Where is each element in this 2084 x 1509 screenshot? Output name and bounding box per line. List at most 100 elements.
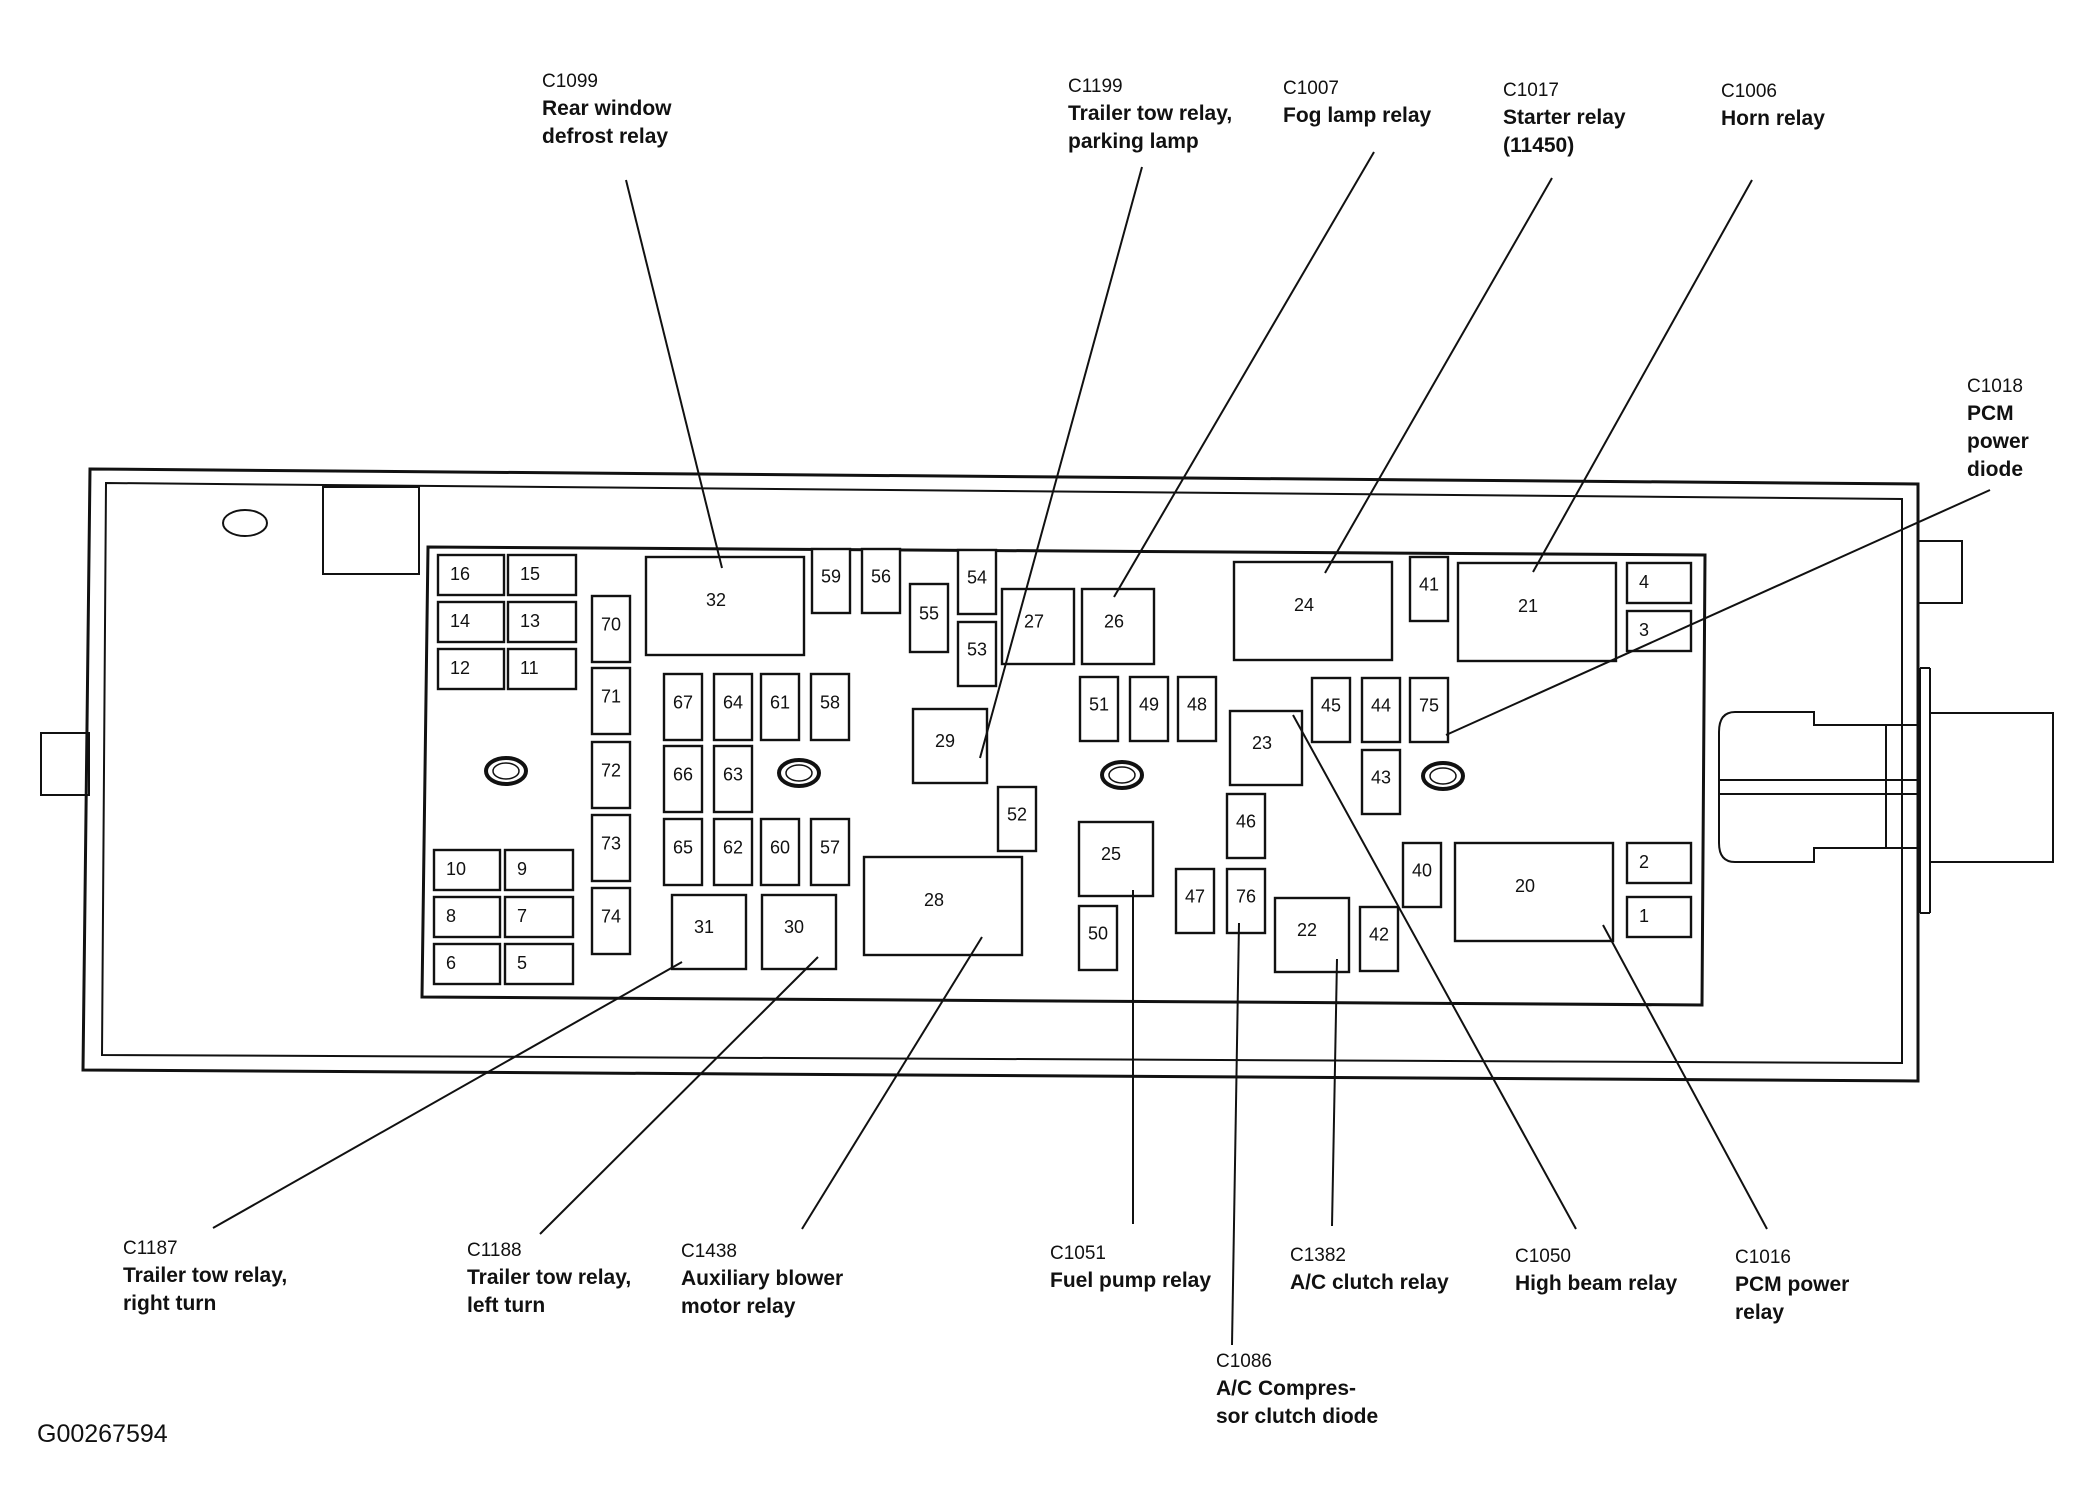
fuse-label: 45: [1321, 696, 1341, 716]
leader-lines: [212, 151, 1991, 1346]
leader-c1016: [1602, 924, 1768, 1230]
callout-code: C1099: [542, 71, 598, 92]
fuse-label: 50: [1088, 924, 1108, 944]
fuse-65: 65: [662, 817, 704, 887]
callout-description: Trailer tow relay,: [123, 1264, 287, 1287]
fuse-label: 58: [820, 692, 840, 712]
fuse-44: 44: [1360, 676, 1402, 744]
callout-code: C1187: [123, 1238, 178, 1259]
fuse-52: 52: [996, 785, 1038, 853]
fuse-74: 74: [590, 886, 632, 956]
fuse-label: 21: [1518, 596, 1538, 616]
callout-code: C1018: [1967, 376, 2023, 397]
top-tab-left: [322, 486, 420, 575]
right-top-tab: [1917, 540, 1963, 604]
fuse-label: 20: [1515, 876, 1535, 896]
callout-description: Fuel pump relay: [1050, 1269, 1211, 1292]
diagram-ref: G00267594: [37, 1420, 168, 1448]
fuse-label: 52: [1007, 805, 1027, 825]
fuse-2: 2: [1625, 841, 1693, 885]
fuse-label: 22: [1297, 920, 1317, 940]
fuse-label: 49: [1139, 695, 1159, 715]
callout-description: diode: [1967, 458, 2023, 481]
fuse-label: 54: [967, 568, 987, 588]
housing-inner: [100, 481, 1903, 1065]
fuse-label: 23: [1252, 733, 1272, 753]
fuse-label: 31: [694, 917, 714, 937]
fuse-71: 71: [590, 666, 632, 736]
fuse-label: 51: [1089, 695, 1109, 715]
fuse-label: 42: [1369, 925, 1389, 945]
fuse-label: 11: [520, 658, 539, 678]
callout-description: A/C Compres-: [1216, 1377, 1356, 1400]
fuse-label: 1: [1639, 906, 1649, 926]
fuse-label: 15: [520, 564, 540, 584]
callout-description: Trailer tow relay,: [467, 1266, 631, 1289]
fuse-label: 26: [1104, 612, 1124, 632]
fuse-48: 48: [1176, 675, 1218, 743]
fuse-label: 70: [601, 614, 621, 634]
leader-c1382: [1331, 958, 1338, 1227]
fuse-49: 49: [1128, 675, 1170, 743]
fuse-43: 43: [1360, 748, 1402, 816]
fuse-72: 72: [590, 740, 632, 810]
fuse-20: 20: [1453, 841, 1615, 943]
fuse-76: 76: [1225, 867, 1267, 935]
callout-description: Rear window: [542, 97, 672, 120]
callout-description: defrost relay: [542, 125, 668, 148]
fuse-29: 29: [911, 707, 989, 785]
fuse-label: 32: [706, 590, 726, 610]
fuse-4: 4: [1625, 561, 1693, 605]
fuse-label: 30: [784, 917, 804, 937]
callout-description: Auxiliary blower: [681, 1267, 843, 1290]
fuse-28: 28: [862, 855, 1024, 957]
fuse-panel: [420, 545, 1707, 1007]
fuse-label: 5: [517, 953, 527, 973]
fuse-label: 24: [1294, 595, 1314, 615]
callout-code: C1007: [1283, 78, 1339, 99]
leader-c1050: [1292, 714, 1577, 1230]
fuse-70: 70: [590, 594, 632, 664]
fuse-label: 6: [446, 953, 456, 973]
fuse-30: 30: [760, 893, 838, 971]
fuse-13: 13: [506, 600, 578, 644]
fuse-label: 44: [1371, 696, 1391, 716]
leader-c1007: [1113, 151, 1375, 598]
callout-description: PCM power: [1735, 1273, 1849, 1296]
callout-description: relay: [1735, 1301, 1784, 1324]
fuse-10: 10: [432, 848, 502, 892]
fuse-label: 14: [450, 611, 470, 631]
fuse-label: 12: [450, 658, 470, 678]
fuse-25: 25: [1077, 820, 1155, 898]
fuse-label: 56: [871, 567, 891, 587]
callout-code: C1050: [1515, 1246, 1571, 1267]
fuse-label: 2: [1639, 852, 1649, 872]
fuse-58: 58: [809, 672, 851, 742]
fuse-11: 11: [506, 647, 578, 691]
callout-description: Horn relay: [1721, 107, 1825, 130]
fuse-label: 71: [601, 686, 621, 706]
callout-description: parking lamp: [1068, 130, 1199, 153]
fuse-label: 27: [1024, 612, 1044, 632]
callout-code: C1006: [1721, 81, 1777, 102]
callout-description: (11450): [1503, 134, 1574, 157]
callout-code: C1086: [1216, 1351, 1272, 1372]
fuse-label: 28: [924, 890, 944, 910]
fuse-label: 66: [673, 764, 693, 784]
callout-code: C1017: [1503, 80, 1559, 101]
callout-description: Fog lamp relay: [1283, 104, 1432, 127]
fuse-label: 48: [1187, 695, 1207, 715]
fuse-14: 14: [436, 600, 506, 644]
fuse-label: 67: [673, 692, 693, 712]
callout-description: Trailer tow relay,: [1068, 102, 1232, 125]
fuse-23: 23: [1228, 709, 1304, 787]
